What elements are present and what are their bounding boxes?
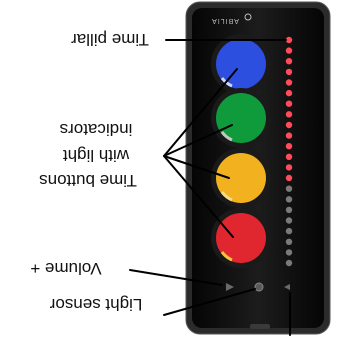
leader-line-light-sensor	[163, 288, 256, 316]
volume-plus-button[interactable]	[226, 283, 234, 291]
leader-line-button-blue	[163, 68, 238, 157]
time-pillar-label: Time pillar	[71, 30, 149, 49]
leader-line-volume	[129, 269, 223, 286]
time-button-green[interactable]	[211, 88, 271, 148]
led-lit	[285, 121, 293, 129]
led-lit	[285, 111, 293, 118]
time-button-blue[interactable]	[211, 34, 271, 94]
with-light-label: with light	[63, 146, 130, 165]
light-sensor-label: Light sensor	[49, 295, 142, 314]
led-lit	[285, 36, 293, 44]
led-lit	[285, 68, 293, 76]
led-lit	[285, 79, 293, 86]
volume-minus-button[interactable]	[284, 284, 290, 290]
led-unlit	[285, 196, 293, 203]
led-lit	[285, 153, 293, 160]
leader-line-button-green	[163, 124, 233, 157]
brand-logo-text: ABILIA	[211, 17, 239, 24]
led-lit	[285, 164, 293, 171]
led-lit	[285, 143, 293, 150]
led-lit	[285, 100, 293, 107]
led-unlit	[285, 259, 293, 267]
bottom-connector	[250, 324, 270, 329]
led-unlit	[285, 206, 293, 214]
led-unlit	[285, 185, 293, 192]
led-unlit	[285, 217, 293, 224]
led-unlit	[285, 249, 293, 256]
leader-line-button-red	[163, 155, 234, 238]
led-lit	[285, 58, 293, 65]
time-button-yellow[interactable]	[211, 148, 271, 208]
led-lit	[285, 47, 293, 54]
light-sensor	[254, 282, 264, 292]
bottom-controls	[226, 282, 290, 329]
time-buttons-label: Time buttons	[39, 171, 137, 190]
time-button-red[interactable]	[211, 208, 271, 268]
volume-plus-label: Volume +	[30, 259, 101, 278]
brand-logo-icon	[244, 13, 252, 21]
led-lit	[285, 174, 293, 182]
led-unlit	[285, 227, 293, 235]
leader-line-button-yellow	[163, 155, 230, 179]
indicators-label: indicators	[60, 120, 133, 139]
annotation-lines	[129, 39, 291, 336]
led-unlit	[285, 238, 293, 245]
led-lit	[285, 89, 293, 97]
led-lit	[285, 132, 293, 139]
time-buttons	[211, 34, 271, 268]
time-pillar-leds	[285, 36, 293, 267]
